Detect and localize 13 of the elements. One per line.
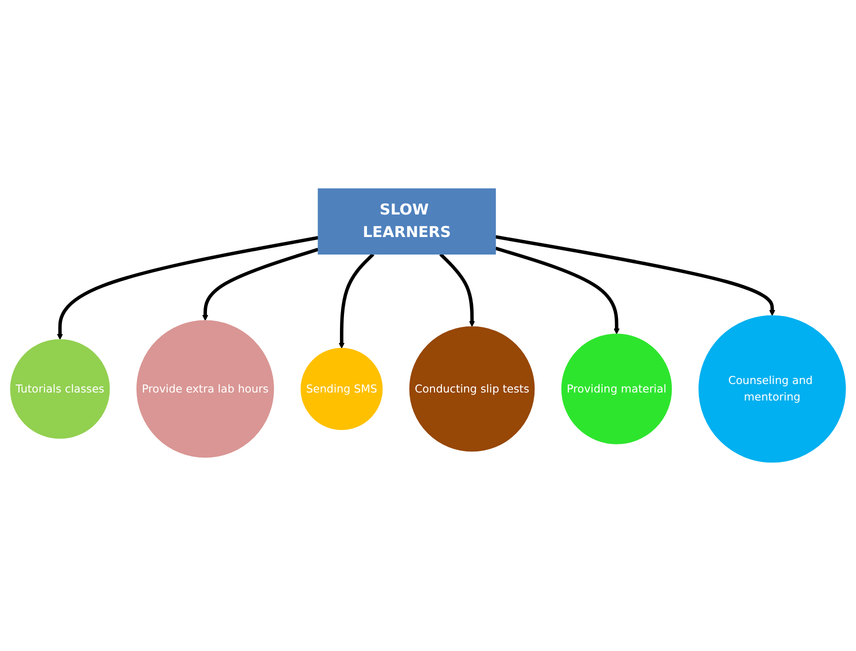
node-circle: Provide extra lab hours (136, 320, 274, 458)
arrow (439, 252, 475, 327)
node-circle: Tutorials classes (10, 339, 110, 439)
arrow (495, 235, 776, 316)
arrow (338, 252, 374, 349)
node-circle: Sending SMS (300, 348, 383, 430)
arrow (202, 248, 319, 321)
arrow (495, 246, 620, 334)
node-box: SLOW LEARNERS (318, 188, 496, 255)
node-circle: Counseling and mentoring (698, 315, 846, 463)
node-circle: Providing material (561, 334, 672, 444)
arrow (56, 236, 318, 340)
node-circle: Conducting slip tests (409, 326, 535, 452)
